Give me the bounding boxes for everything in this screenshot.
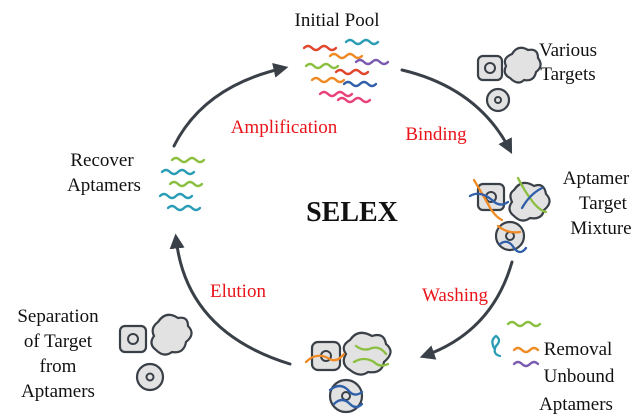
free-targets-icon — [118, 313, 193, 392]
mixture-label-line2: Target — [579, 193, 628, 214]
various-targets: Various Targets — [476, 40, 597, 113]
separation-label-line3: from — [40, 356, 77, 377]
removal-label-line1: Removal — [544, 339, 613, 360]
recover-label-line2: Aptamers — [67, 175, 141, 196]
bound-complex — [304, 331, 392, 414]
separation-label-line2: of Target — [24, 331, 93, 352]
initial-pool-label: Initial Pool — [295, 10, 380, 31]
initial-pool: Initial Pool — [295, 10, 390, 104]
step-label-binding: Binding — [405, 124, 467, 145]
step-label-amplification: Amplification — [231, 117, 338, 138]
aptamer-library-icon — [302, 38, 390, 104]
arrow-separation-to-recover — [169, 233, 292, 366]
separation-label-line1: Separation — [17, 306, 99, 327]
removal-unbound-aptamers: Removal Unbound Aptamers — [491, 320, 615, 415]
recovered-strands-icon — [158, 156, 206, 212]
mixture-label-line3: Mixture — [570, 218, 631, 239]
step-label-washing: Washing — [422, 285, 489, 306]
mixture-icon — [468, 176, 551, 254]
removal-label-line3: Aptamers — [539, 394, 613, 415]
separation-label-line4: Aptamers — [21, 381, 95, 402]
separation-target-from-aptamers: Separation of Target from Aptamers — [17, 306, 193, 402]
recover-aptamers: Recover Aptamers — [67, 150, 206, 212]
various-targets-label-line2: Targets — [540, 64, 595, 85]
arrow-mixture-to-separation — [419, 260, 514, 360]
target-cells-icon — [476, 46, 542, 113]
recover-label-line1: Recover — [70, 150, 134, 171]
mixture-label-line1: Aptamer — [563, 168, 630, 189]
removal-label-line2: Unbound — [544, 366, 615, 387]
step-label-elution: Elution — [210, 281, 266, 302]
unbound-strands-icon — [491, 320, 542, 368]
various-targets-label-line1: Various — [539, 40, 597, 61]
bound-complex-icon — [304, 331, 392, 414]
arrow-recover-to-pool — [172, 62, 289, 148]
aptamer-target-mixture: Aptamer Target Mixture — [468, 168, 632, 254]
arrow-pool-to-mixture — [400, 68, 513, 154]
center-title: SELEX — [306, 197, 398, 228]
